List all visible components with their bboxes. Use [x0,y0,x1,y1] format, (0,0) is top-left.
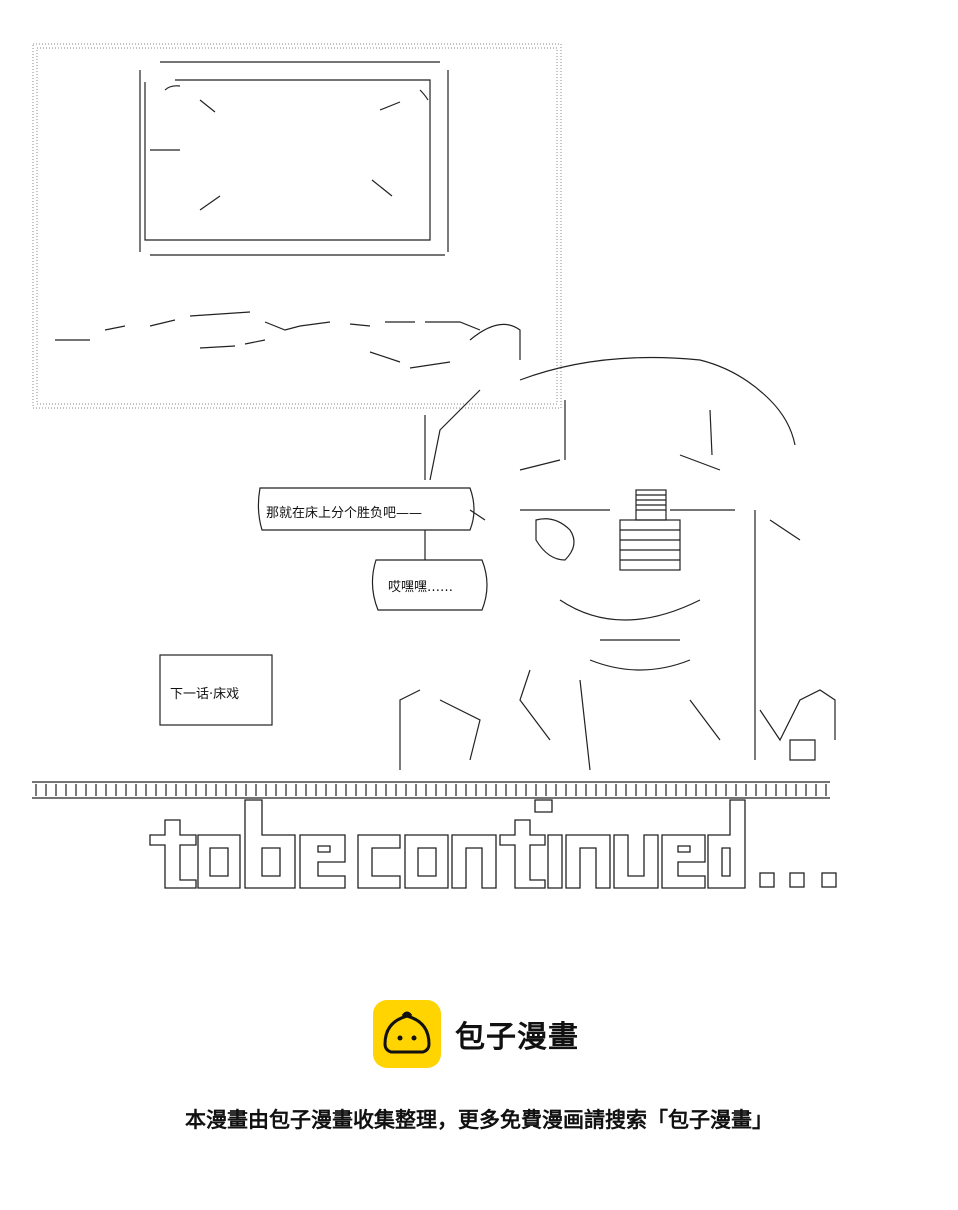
steamed-bun-icon [373,1000,441,1068]
footer-notice: 本漫畫由包子漫畫收集整理，更多免費漫画請搜索「包子漫畫」 [185,1108,773,1132]
character-figure [399,323,836,771]
speech-bubble-2 [371,559,488,611]
brand-logo[interactable]: 包子漫畫 [373,1000,579,1068]
picture-frame [139,61,449,256]
dotted-panel-frame [32,43,562,409]
brand-name: 包子漫畫 [455,1020,579,1055]
speech-text-bed: 那就在床上分个胜负吧—— [266,506,423,521]
next-chapter-text: 下一话·床戏 [170,687,240,702]
next-chapter-box [159,654,273,726]
speed-lines [55,311,481,369]
to-be-continued-lettering [149,799,837,889]
speech-bubble-1 [257,487,486,531]
speech-text-laugh: 哎嘿嘿…… [388,580,454,595]
ground-rail [32,781,830,799]
ascii-art-panel [32,43,837,889]
